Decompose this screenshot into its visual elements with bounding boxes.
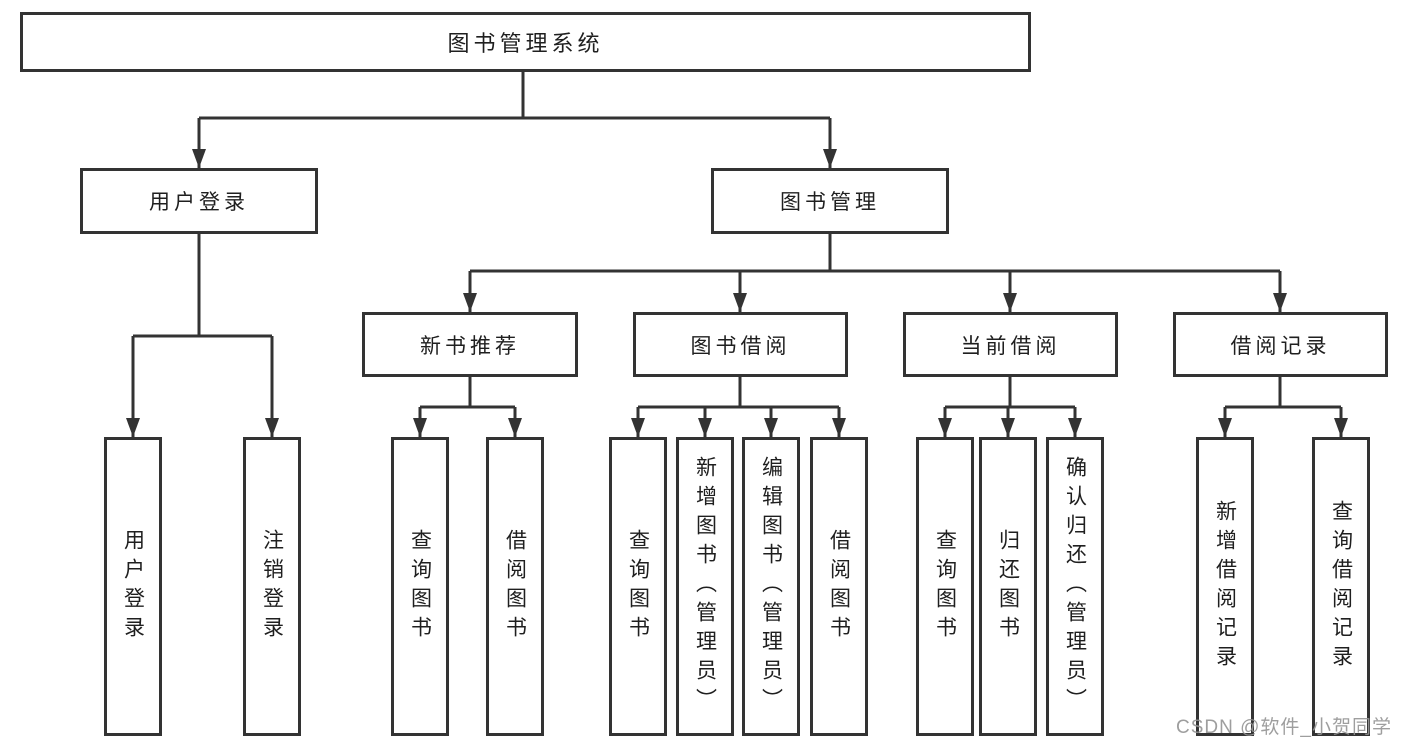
leaf-add-borrow-record: 新增借阅记录 xyxy=(1196,437,1254,736)
node-borrow-record: 借阅记录 xyxy=(1173,312,1388,377)
leaf-confirm-return-admin: 确认归还（管理员） xyxy=(1046,437,1104,736)
leaf-query-book-current: 查询图书 xyxy=(916,437,974,736)
leaf-borrow-book-borrow: 借阅图书 xyxy=(810,437,868,736)
leaf-query-borrow-record: 查询借阅记录 xyxy=(1312,437,1370,736)
node-new-book-recommend: 新书推荐 xyxy=(362,312,578,377)
leaf-edit-book-admin: 编辑图书（管理员） xyxy=(742,437,800,736)
leaf-borrow-book-newbook: 借阅图书 xyxy=(486,437,544,736)
leaf-user-login: 用户登录 xyxy=(104,437,162,736)
node-user-login: 用户登录 xyxy=(80,168,318,234)
connector-skeleton xyxy=(133,72,1341,409)
leaf-return-book: 归还图书 xyxy=(979,437,1037,736)
node-book-manage: 图书管理 xyxy=(711,168,949,234)
leaf-logout: 注销登录 xyxy=(243,437,301,736)
node-current-borrow: 当前借阅 xyxy=(903,312,1118,377)
leaf-query-book-borrow: 查询图书 xyxy=(609,437,667,736)
node-book-borrow: 图书借阅 xyxy=(633,312,848,377)
node-root-system: 图书管理系统 xyxy=(20,12,1031,72)
csdn-watermark: CSDN @软件_小贺同学 xyxy=(1176,717,1392,738)
leaf-add-book-admin: 新增图书（管理员） xyxy=(676,437,734,736)
leaf-query-book-newbook: 查询图书 xyxy=(391,437,449,736)
